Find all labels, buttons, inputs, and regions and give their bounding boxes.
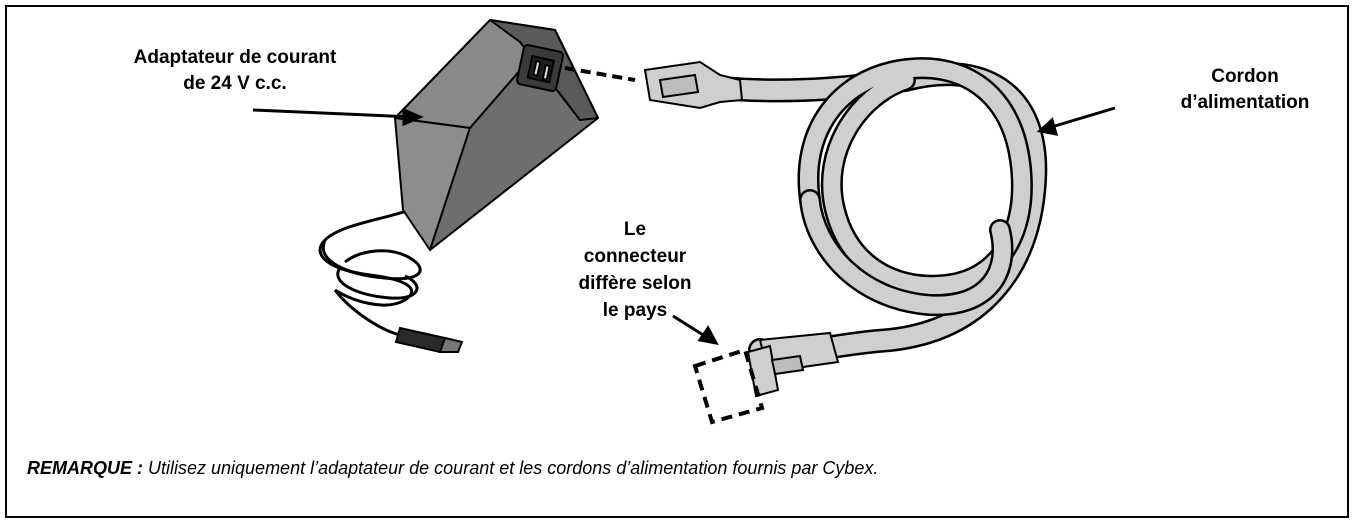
note-text: REMARQUE : Utilisez uniquement l’adaptat… — [27, 458, 878, 479]
callout-arrows — [252, 106, 1116, 346]
connection-dashed-line — [564, 66, 636, 82]
cord-label: Cordon d’alimentation — [1150, 64, 1340, 116]
connector-label: Le connecteur diffère selon le pays — [560, 216, 710, 324]
country-connector-icon — [746, 331, 840, 398]
note-prefix: REMARQUE : — [27, 458, 143, 478]
adapter-label: Adaptateur de courant de 24 V c.c. — [70, 45, 400, 97]
adapter-label-line1: Adaptateur de courant — [133, 47, 337, 68]
note-body: Utilisez uniquement l’adaptateur de cour… — [143, 458, 879, 478]
dc-cable-icon — [318, 208, 422, 337]
power-adapter-icon — [394, 19, 599, 251]
connector-label-line1: Le — [623, 219, 647, 240]
connector-label-line4: le pays — [602, 300, 668, 321]
connector-label-line2: connecteur — [583, 246, 687, 267]
dc-plug-icon — [394, 326, 464, 354]
connector-label-line3: diffère selon — [578, 273, 692, 294]
cord-label-line2: d’alimentation — [1180, 92, 1310, 113]
power-cord-icon — [708, 57, 1048, 366]
cord-iec-connector-icon — [643, 60, 744, 110]
adapter-label-line2: de 24 V c.c. — [183, 73, 287, 94]
plug-variant-dashed-box — [692, 347, 765, 425]
cord-label-line1: Cordon — [1211, 66, 1279, 87]
